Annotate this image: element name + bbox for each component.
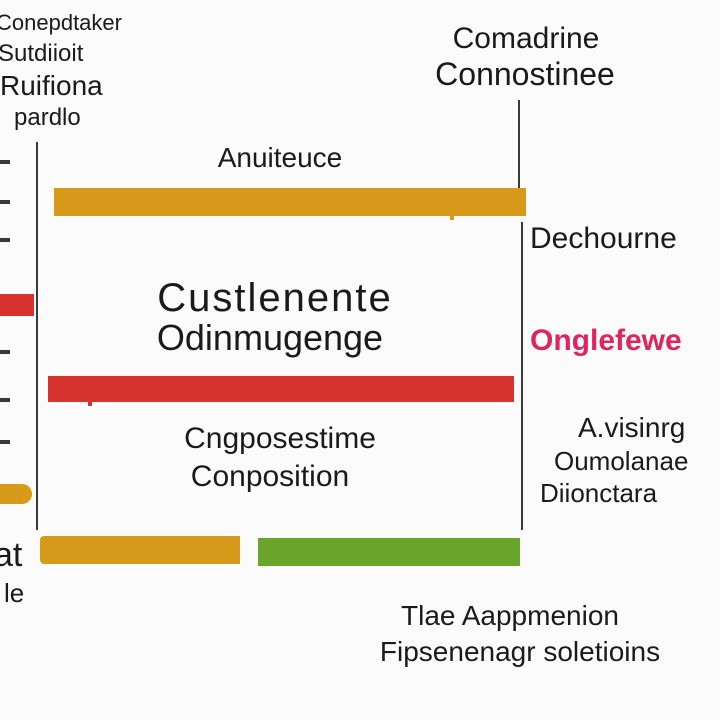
bottom-caption-line-1: Tlae Aappmenion [401, 600, 619, 631]
right-vertical-line-lower [521, 222, 523, 530]
middle-red-bar [48, 376, 514, 406]
left-edge-tick [0, 200, 10, 204]
right-label-3-line-1: A.visinrg [578, 412, 686, 443]
left-orange-marker [0, 484, 32, 504]
top-label: Anuiteuce [217, 142, 343, 173]
top-left-line-2: Sutdiioit [0, 40, 84, 67]
right-vertical-line-upper [518, 100, 520, 212]
top-orange-bar [54, 188, 526, 220]
top-left-line-4: pardlo [14, 104, 81, 131]
top-right-heading-line-1: Comadrine [452, 22, 600, 55]
top-left-line-3: Ruifiona [0, 70, 103, 101]
right-label-1: Dechourne [530, 222, 677, 255]
right-label-2: Onglefewe [530, 324, 682, 357]
mid-label-line-2: Conposition [190, 460, 350, 493]
left-red-marker [0, 294, 34, 316]
top-left-line-1: Conepdtaker [0, 10, 122, 35]
left-edge-tick [0, 398, 10, 402]
mid-label-line-1: Cngposestime [184, 422, 376, 455]
left-vertical-line [36, 142, 38, 530]
right-label-3-line-2: Oumolanae [554, 446, 689, 476]
bottom-orange-bar [40, 536, 240, 564]
center-label-line-1: Custlenente [157, 276, 393, 320]
right-label-3-line-3: Diionctara [540, 478, 658, 508]
top-right-heading-line-2: Connostinee [435, 56, 615, 92]
left-edge-tick [0, 238, 10, 242]
center-label-line-2: Odinmugenge [156, 317, 384, 358]
left-small-text-1: at [0, 536, 23, 574]
bottom-green-bar [258, 538, 520, 566]
bottom-caption-line-2: Fipsenenagr soletioins [379, 636, 661, 667]
left-small-text-2: le [4, 578, 25, 608]
left-edge-tick [0, 350, 10, 354]
left-edge-tick [0, 440, 10, 444]
left-edge-tick [0, 160, 10, 164]
